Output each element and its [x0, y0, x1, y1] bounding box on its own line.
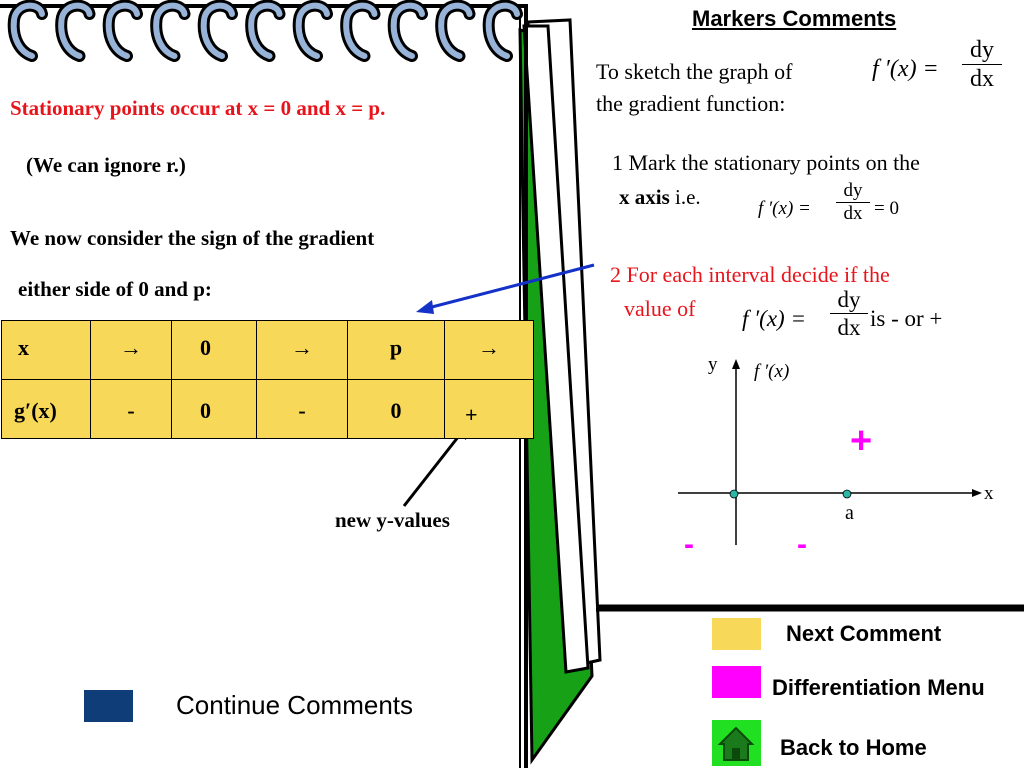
point-a: [842, 489, 852, 499]
comments-title: Markers Comments: [692, 6, 897, 31]
continue-comments-button[interactable]: [84, 690, 133, 722]
blue-arrow: [427, 263, 595, 310]
table-cell: -: [298, 398, 306, 423]
table-row: g′(x) - 0 - 0 +: [1, 379, 534, 439]
fraction-numerator: dy: [837, 287, 861, 312]
new-y-values-label: new y-values: [335, 508, 450, 532]
spiral-ring-highlight: [390, 2, 425, 59]
origin-point: [729, 489, 739, 499]
continue-comments-label[interactable]: Continue Comments: [176, 690, 413, 720]
differentiation-menu-button[interactable]: [712, 666, 761, 698]
table-cell: g′(x): [14, 398, 57, 423]
consider-sign-text: We now consider the sign of the gradient: [10, 226, 375, 250]
formula-lhs: f ′(x) =: [872, 56, 939, 82]
positive-sign: +: [850, 420, 873, 462]
table-cell: 0: [200, 398, 211, 423]
either-side-text: either side of 0 and p:: [18, 277, 212, 301]
table-cell: 0: [390, 398, 402, 423]
formula2-fraction: dy dx: [836, 180, 870, 225]
table-cell: →: [291, 335, 313, 360]
is-sign-text: is - or +: [870, 306, 943, 331]
sign-graph: [678, 359, 982, 545]
white-page-mid: [522, 24, 590, 674]
spiral-ring-highlight: [10, 2, 45, 59]
differentiation-menu-label[interactable]: Differentiation Menu: [772, 675, 985, 700]
formula2-lhs: f ′(x) =: [758, 198, 811, 219]
graph-point-label: a: [845, 502, 854, 524]
negative-sign-left: -: [684, 528, 694, 561]
intro-line-2: the gradient function:: [596, 91, 786, 116]
graph-x-label: x: [984, 483, 994, 504]
spiral-ring-highlight: [58, 2, 93, 59]
home-button[interactable]: [712, 720, 761, 766]
table-cell: +: [465, 402, 478, 427]
spiral-ring-highlight: [153, 2, 188, 59]
fraction-numerator: dy: [843, 180, 863, 201]
stationary-points-text: Stationary points occur at x = 0 and x =…: [10, 96, 386, 120]
spiral-ring-highlight: [295, 2, 330, 59]
fraction-denominator: dx: [837, 315, 861, 340]
step2-line2: value of: [624, 296, 696, 321]
formula2-equals-zero: = 0: [874, 198, 899, 219]
graph-fprime-label: f ′(x): [754, 361, 790, 382]
ie-label: i.e.: [675, 185, 701, 209]
spiral-ring-highlight: [200, 2, 235, 59]
next-comment-label[interactable]: Next Comment: [786, 621, 942, 646]
spiral-ring-highlight: [438, 2, 473, 59]
fraction-denominator: dx: [970, 66, 994, 92]
table-row: x → 0 → p →: [1, 320, 534, 380]
spiral-binding: [7, 0, 523, 62]
x-axis-label: x axis: [619, 185, 670, 209]
next-comment-button[interactable]: [712, 618, 761, 650]
spiral-ring-highlight: [485, 2, 520, 59]
sign-table: x → 0 → p → g′(x) - 0 - 0 +: [1, 320, 534, 439]
table-cell: -: [127, 398, 135, 423]
fraction-denominator: dx: [843, 203, 863, 224]
spiral-ring-highlight: [105, 2, 140, 59]
formula3-fraction: dy dx: [830, 286, 868, 341]
spiral-ring-highlight: [248, 2, 283, 59]
formula3-lhs: f ′(x) =: [742, 306, 806, 331]
fraction-numerator: dy: [970, 37, 994, 63]
ignore-r-text: (We can ignore r.): [26, 153, 186, 177]
step2-line1: 2 For each interval decide if the: [610, 262, 890, 287]
step1-line2: x axis i.e.: [619, 185, 701, 210]
spiral-ring-highlight: [343, 2, 378, 59]
table-cell: 0: [200, 335, 211, 360]
intro-line-1: To sketch the graph of: [596, 59, 793, 84]
intro-text: To sketch the graph of the gradient func…: [596, 56, 792, 120]
negative-sign-right: -: [797, 528, 807, 561]
step1-line1: 1 Mark the stationary points on the: [612, 150, 920, 175]
table-cell: →: [120, 335, 142, 360]
table-cell: p: [389, 335, 403, 360]
table-cell: x: [18, 335, 29, 360]
black-arrow: [402, 431, 464, 507]
formula-fraction: dy dx: [962, 36, 1002, 93]
graph-y-label: y: [708, 354, 718, 375]
table-cell: →: [478, 335, 500, 360]
back-to-home-label[interactable]: Back to Home: [780, 735, 927, 760]
home-icon: [717, 726, 755, 761]
